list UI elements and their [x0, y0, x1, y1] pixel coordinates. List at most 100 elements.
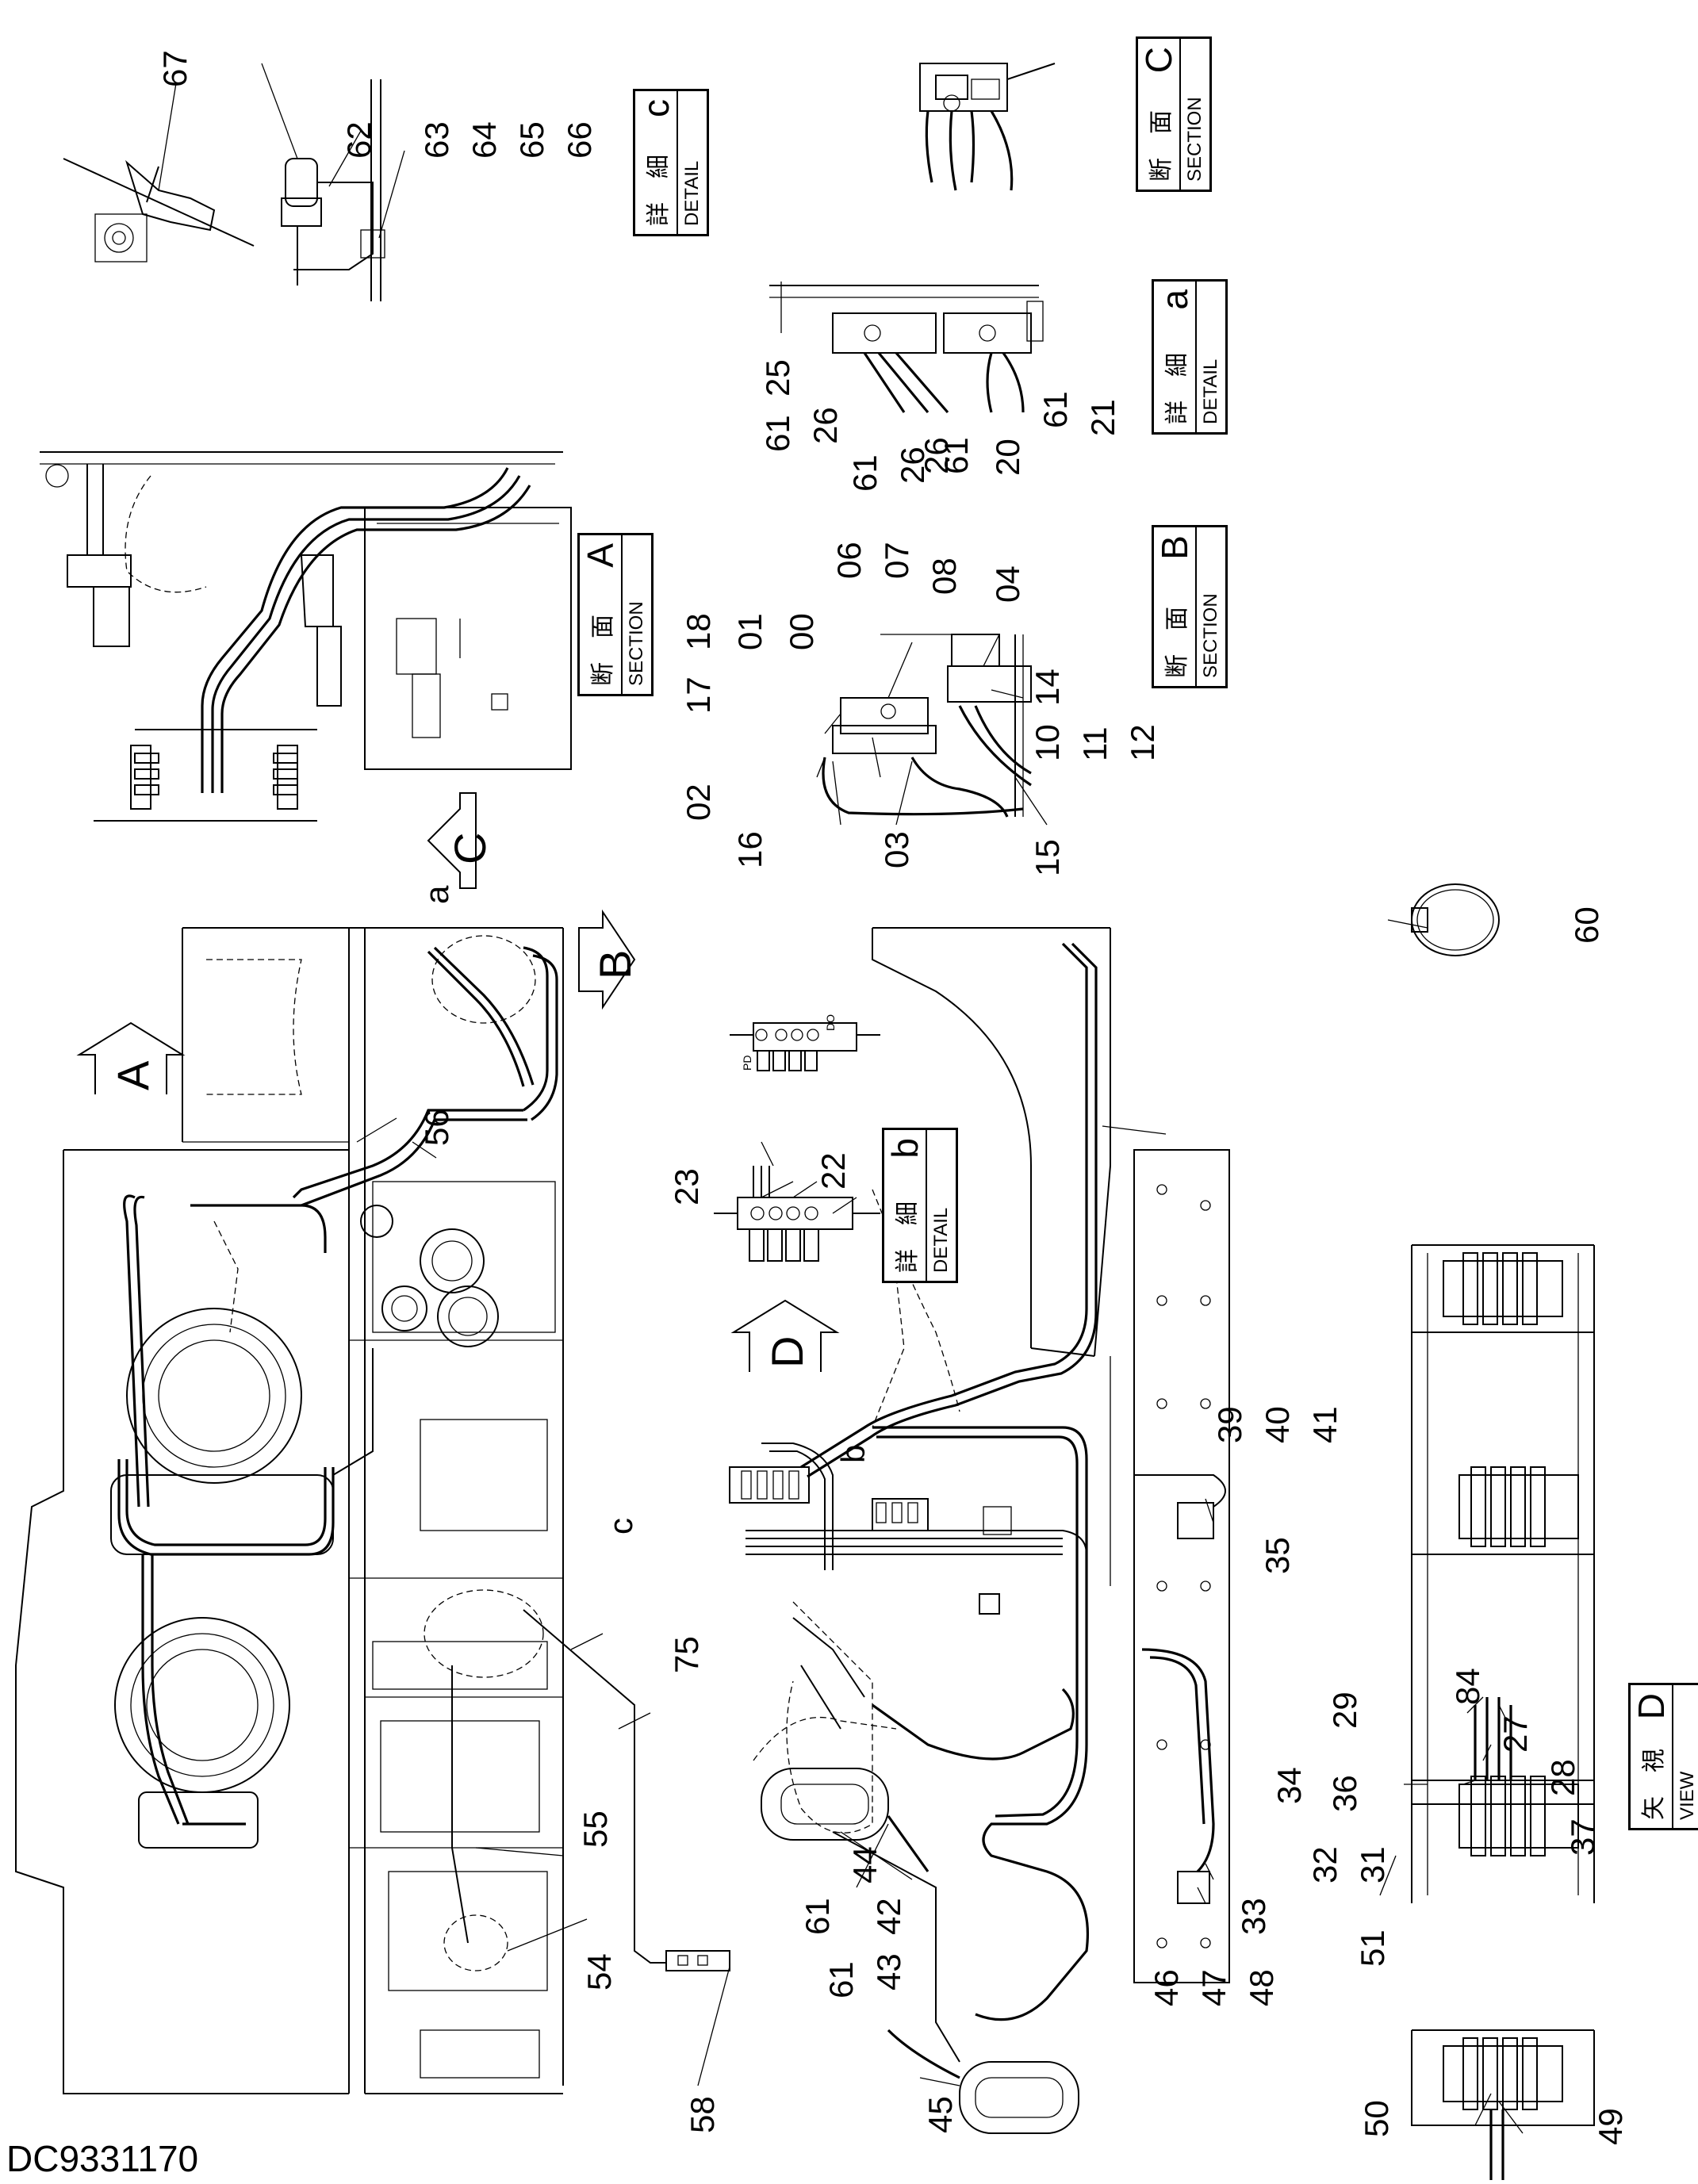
callout-49: 49: [1592, 2108, 1629, 2145]
joystick-left: [761, 1768, 889, 1841]
callout-31: 31: [1354, 1846, 1391, 1883]
callout-01: 01: [731, 613, 769, 650]
valve-block-top: [1458, 1466, 1579, 1547]
callout-61a: 61: [759, 415, 796, 452]
cab-side-plan: [729, 927, 1111, 2134]
callout-84: 84: [1449, 1668, 1486, 1705]
callout-26a: 26: [807, 407, 844, 444]
view-d-assembly: [1411, 1245, 1595, 1903]
callout-63: 63: [418, 121, 455, 159]
pd-label: PD: [741, 1055, 753, 1071]
callout-00: 00: [783, 613, 820, 650]
hose-clamp-60: [1411, 883, 1500, 956]
callout-43: 43: [870, 1953, 907, 1991]
callout-22: 22: [815, 1152, 852, 1190]
mark-a: a: [418, 885, 455, 904]
callout-14: 14: [1029, 669, 1066, 706]
arrow-b-shape: [578, 909, 636, 1010]
callout-32: 32: [1306, 1846, 1343, 1883]
section-c-sketch: [919, 63, 1056, 191]
callout-18: 18: [680, 613, 717, 650]
callout-75: 75: [668, 1636, 705, 1673]
callout-62: 62: [340, 121, 378, 159]
callout-66: 66: [561, 121, 598, 159]
arrow-d-letter: D: [762, 1335, 812, 1368]
callout-61d: 61: [1037, 391, 1074, 428]
callout-07: 07: [878, 542, 915, 579]
callout-61f: 61: [822, 1961, 860, 1998]
arrow-a-letter: A: [108, 1060, 158, 1090]
callout-60: 60: [1568, 906, 1605, 944]
callout-06: 06: [830, 542, 868, 579]
callout-44: 44: [846, 1846, 883, 1883]
view-d-bottom-assembly: [1411, 2029, 1595, 2180]
arrow-d-shape: [730, 1299, 840, 1372]
mark-b: b: [834, 1444, 872, 1463]
callout-35: 35: [1259, 1537, 1296, 1574]
callout-61c: 61: [937, 437, 975, 474]
callout-54: 54: [581, 1953, 618, 1991]
main-frame-plan: [15, 927, 730, 2094]
section-a-sketch: [40, 451, 572, 822]
arrow-b-letter: B: [590, 949, 640, 979]
view-d-upper-assembly: [1411, 1244, 1595, 1333]
callout-16: 16: [731, 831, 769, 868]
leader-lines: [356, 634, 1524, 2134]
callout-65: 65: [513, 121, 550, 159]
callout-10: 10: [1029, 724, 1066, 761]
callout-04: 04: [989, 565, 1026, 603]
pump-circles: [360, 1205, 499, 1347]
callout-39: 39: [1211, 1406, 1248, 1443]
detail-c-sketch: [63, 63, 405, 301]
callout-48: 48: [1243, 1969, 1280, 2006]
callout-03: 03: [878, 831, 915, 868]
arrow-c-letter: C: [445, 832, 495, 864]
callout-51: 51: [1354, 1929, 1391, 1967]
callout-08: 08: [926, 557, 963, 595]
swing-bearing-upper: [126, 1308, 302, 1484]
mark-c: c: [602, 1518, 639, 1535]
callout-61e: 61: [799, 1898, 836, 1935]
callout-12: 12: [1124, 724, 1161, 761]
joystick-right: [959, 2061, 1079, 2134]
callout-33: 33: [1235, 1898, 1272, 1935]
callout-37: 37: [1564, 1818, 1601, 1856]
detail-a-sketch: [769, 282, 1044, 414]
do-label: DO: [824, 1014, 837, 1031]
callout-28: 28: [1544, 1759, 1581, 1796]
callout-50: 50: [1358, 2100, 1395, 2137]
section-b-sketch: [822, 634, 1032, 818]
callout-25: 25: [759, 359, 796, 397]
callout-45: 45: [922, 2096, 959, 2133]
callout-23: 23: [668, 1168, 705, 1205]
callout-41: 41: [1306, 1406, 1343, 1443]
callout-55: 55: [577, 1810, 614, 1848]
callout-61b: 61: [846, 454, 883, 492]
callout-21: 21: [1084, 399, 1121, 436]
callout-20: 20: [989, 439, 1026, 476]
callout-64: 64: [466, 121, 503, 159]
detail-b-sketch: [714, 1022, 880, 1262]
callout-46: 46: [1148, 1969, 1185, 2006]
callout-36: 36: [1326, 1775, 1363, 1812]
document-number: DC9331170: [6, 2138, 199, 2179]
callout-17: 17: [680, 676, 717, 714]
arrow-a-shape: [76, 1021, 186, 1094]
fitting-block-left: [134, 753, 298, 795]
callout-15: 15: [1029, 839, 1066, 876]
callout-67: 67: [156, 50, 194, 87]
arrow-c-shape: [427, 792, 477, 889]
pedal-floor-area: [1133, 1149, 1230, 1983]
callout-27: 27: [1497, 1715, 1534, 1753]
callout-29: 29: [1326, 1692, 1363, 1729]
callout-47: 47: [1195, 1969, 1232, 2006]
